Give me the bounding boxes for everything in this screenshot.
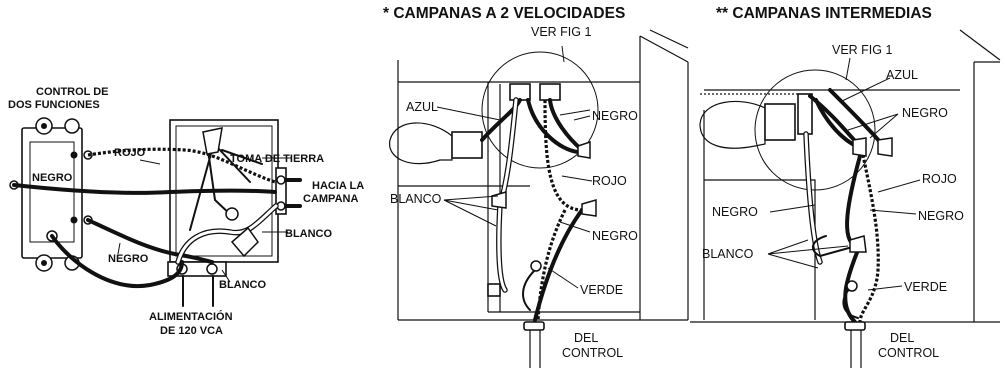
label-control-right: CONTROL [878, 346, 939, 360]
ground-screw [225, 207, 239, 221]
control-title-line2: DOS FUNCIONES [8, 99, 100, 111]
label-ver-fig: VER FIG 1 [531, 25, 591, 39]
white-wire [176, 204, 278, 264]
wire-nut-ground [202, 127, 223, 155]
two-speed-hood-diagram: * CAMPANAS A 2 VELOCIDADES VER FIG 1 AZU… [383, 5, 689, 368]
label-rojo: ROJO [114, 147, 146, 159]
label-negro-bottom: NEGRO [592, 229, 638, 243]
label-ver-fig-right: VER FIG 1 [832, 43, 892, 57]
intermediate-hood-diagram: ** CAMPANAS INTERMEDIAS VER FIG 1 AZUL N… [690, 5, 1001, 368]
control-title-line1: CONTROL DE [36, 86, 109, 98]
detail-circle [481, 51, 599, 169]
red-wire [87, 147, 276, 184]
lamp-socket [451, 131, 483, 159]
label-del-right: DEL [890, 331, 914, 345]
switch-wiring-diagram: CONTROL DE DOS FUNCIONES ROJO NEGRO TOMA… [8, 86, 364, 337]
label-alimentacion: ALIMENTACIÓN [149, 310, 233, 323]
right-title: ** CAMPANAS INTERMEDIAS [716, 5, 932, 22]
two-function-switch [9, 117, 93, 272]
label-blanco-2: BLANCO [219, 279, 266, 291]
label-negro-load: NEGRO [108, 253, 149, 265]
label-campana: CAMPANA [303, 193, 358, 205]
white-wire-right [804, 132, 822, 264]
black-wire-line [12, 183, 277, 195]
label-120-vca: DE 120 VCA [160, 325, 223, 337]
label-negro-top: NEGRO [592, 109, 638, 123]
label-azul-right: AZUL [886, 68, 918, 82]
white-wire-mid [497, 203, 507, 292]
middle-title: * CAMPANAS A 2 VELOCIDADES [383, 5, 625, 22]
ground-wires [189, 147, 263, 231]
label-blanco: BLANCO [390, 192, 442, 206]
label-blanco-right: BLANCO [702, 247, 754, 261]
wire-nut-white [230, 226, 259, 258]
label-negro-right-right: NEGRO [918, 209, 964, 223]
label-verde-right: VERDE [904, 280, 947, 294]
label-rojo-right: ROJO [922, 172, 957, 186]
label-hacia-la: HACIA LA [312, 180, 364, 192]
label-negro-top-right: NEGRO [902, 106, 948, 120]
label-azul: AZUL [406, 100, 438, 114]
label-rojo: ROJO [592, 174, 627, 188]
junction-box [167, 119, 287, 277]
label-blanco-1: BLANCO [285, 228, 332, 240]
label-del: DEL [574, 331, 598, 345]
label-toma-de-tierra: TOMA DE TIERRA [230, 153, 324, 165]
light-bulb [389, 122, 453, 165]
label-control: CONTROL [562, 346, 623, 360]
label-verde: VERDE [580, 283, 623, 297]
label-negro-left-right: NEGRO [712, 205, 758, 219]
switch-loop-wire [50, 234, 184, 289]
label-negro-line: NEGRO [32, 172, 73, 184]
